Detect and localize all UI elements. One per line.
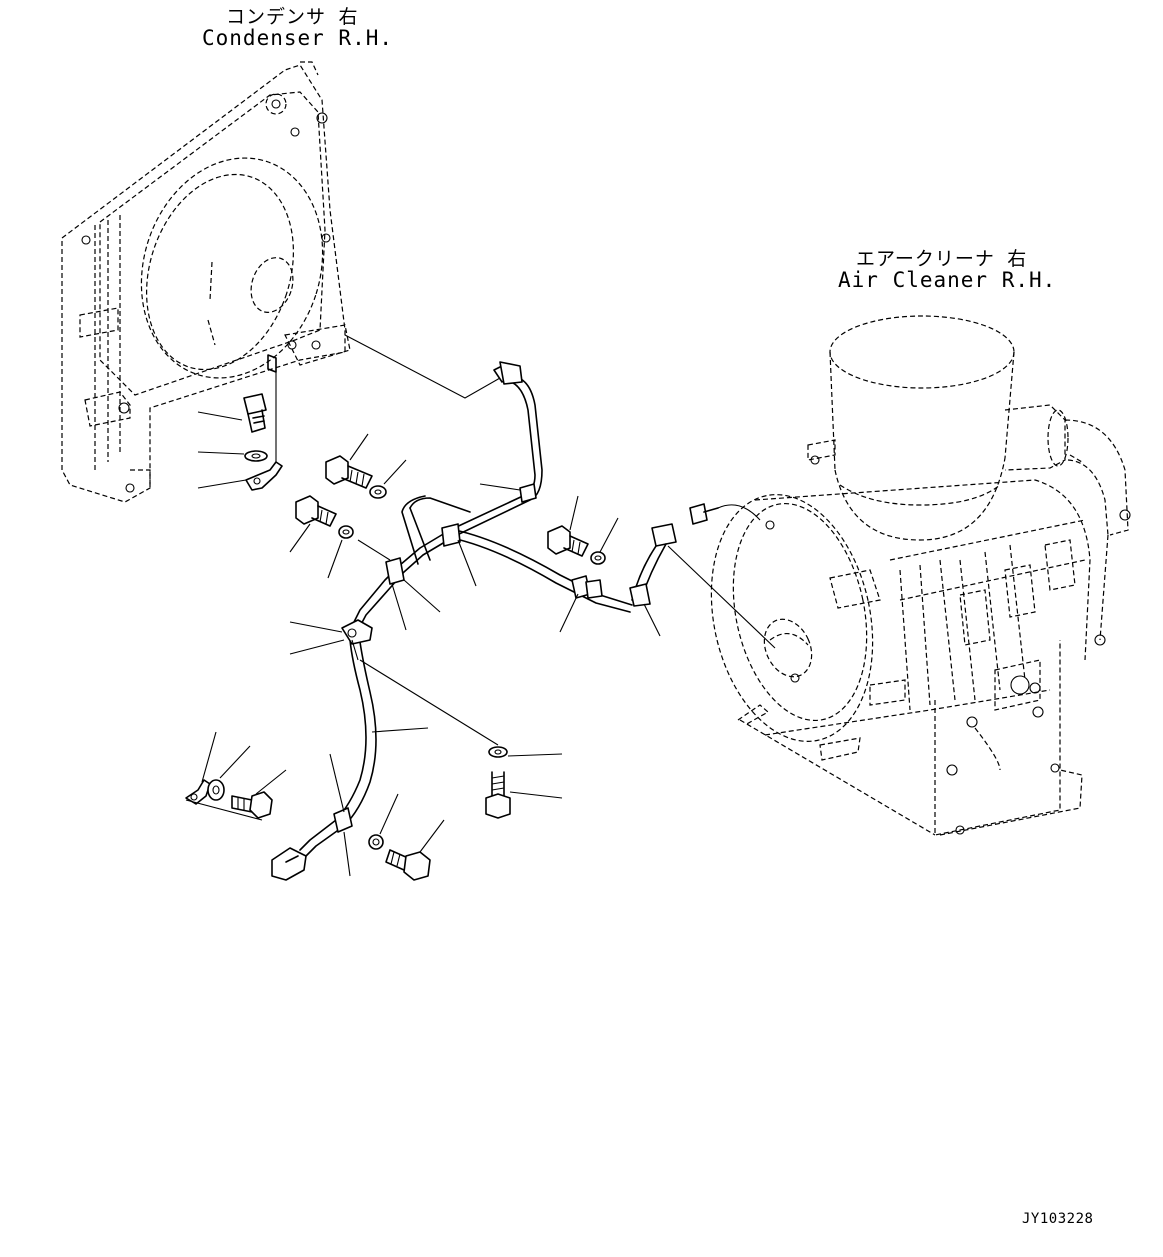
wiring-harness	[272, 362, 676, 880]
condenser-label-en: Condenser R.H.	[202, 26, 394, 50]
drawing-code: JY103228	[1022, 1211, 1094, 1227]
connection-lines	[345, 335, 775, 745]
air-cleaner-label-en: Air Cleaner R.H.	[838, 268, 1057, 292]
callout-leaders	[198, 412, 660, 876]
air-cleaner-label-jp: エアークリーナ 右	[856, 248, 1028, 270]
bolts-and-washers	[186, 456, 605, 880]
condenser-fasteners	[244, 372, 282, 490]
condenser-unit	[62, 62, 350, 502]
air-cleaner-unit	[690, 316, 1130, 835]
condenser-label-jp: コンデンサ 右	[226, 6, 359, 28]
